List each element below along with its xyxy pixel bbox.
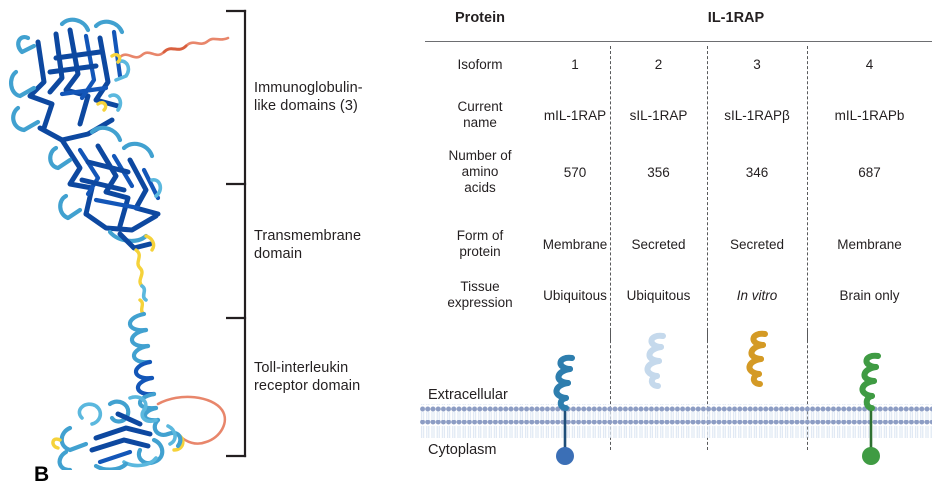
cell-form-3: Secreted <box>729 237 785 252</box>
table-header-il1rap: IL-1RAP <box>707 10 765 26</box>
panel-letter: B <box>34 463 50 486</box>
domain-label-immunoglobulin: Immunoglobulin- like domains (3) <box>254 80 363 114</box>
table-header-protein: Protein <box>455 10 505 26</box>
cell-current-name-4: mIL-1RAPb <box>834 108 905 123</box>
cell-isoform-3: 3 <box>753 57 761 72</box>
cell-isoform-1: 1 <box>571 57 579 72</box>
cell-tissue-2: Ubiquitous <box>626 288 691 303</box>
membrane-diagram: Extracellular Cytoplasm <box>420 330 932 485</box>
cell-tissue-3: In vitro <box>736 288 778 303</box>
column-divider-low-2 <box>707 330 708 450</box>
cell-isoform-2: 2 <box>654 57 663 72</box>
cell-current-name-2: sIL-1RAP <box>629 108 688 123</box>
cell-current-name-1: mIL-1RAP <box>543 108 607 123</box>
column-divider-1 <box>610 46 611 341</box>
row-label-tissue: Tissue expression <box>447 279 513 310</box>
column-divider-2 <box>707 46 708 341</box>
row-label-current-name: Current name <box>457 99 503 130</box>
cell-form-2: Secreted <box>631 237 686 252</box>
protein-icon-isoform-1 <box>553 354 575 465</box>
cell-amino-acids-2: 356 <box>647 165 670 180</box>
column-divider-low-3 <box>807 330 808 450</box>
cell-form-4: Membrane <box>837 237 902 252</box>
extracellular-label: Extracellular <box>428 387 508 403</box>
row-label-form: Form of protein <box>456 228 504 259</box>
protein-icon-isoform-4 <box>859 352 881 465</box>
cytoplasm-label: Cytoplasm <box>428 442 497 458</box>
cell-amino-acids-3: 346 <box>745 165 769 180</box>
cell-amino-acids-4: 687 <box>858 165 881 180</box>
cell-tissue-1: Ubiquitous <box>543 288 607 303</box>
cell-form-1: Membrane <box>542 237 608 252</box>
domain-bracket <box>224 8 248 458</box>
domain-label-tir: Toll-interleukin receptor domain <box>254 360 361 394</box>
cell-tissue-4: Brain only <box>839 288 900 303</box>
table-header-rule <box>425 41 932 42</box>
cell-amino-acids-1: 570 <box>563 165 587 180</box>
domain-label-transmembrane: Transmembrane domain <box>254 228 362 262</box>
cell-isoform-4: 4 <box>865 57 874 72</box>
protein-icon-isoform-3 <box>746 330 768 387</box>
protein-structure-image: .db{fill:none;stroke:#0d48a0;stroke-widt… <box>0 0 232 470</box>
protein-icon-isoform-2 <box>644 332 666 389</box>
row-label-isoform: Isoform <box>457 57 503 72</box>
row-label-amino-acids: Number of amino acids <box>448 148 512 195</box>
isoform-table: Protein IL-1RAP Isoform 1 2 3 4 Current … <box>420 0 932 341</box>
cell-current-name-3: sIL-1RAPβ <box>724 108 790 123</box>
column-divider-3 <box>807 46 808 341</box>
column-divider-low-1 <box>610 330 611 450</box>
